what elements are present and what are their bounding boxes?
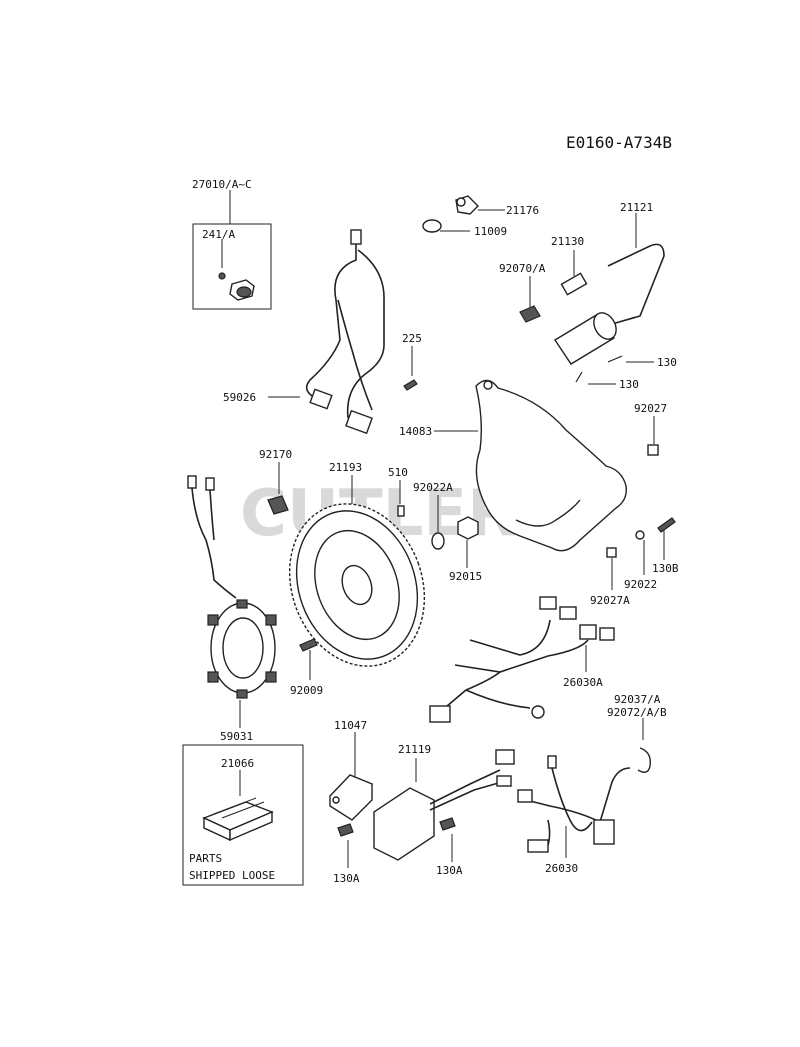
screw-225 (403, 379, 418, 391)
callout-21193: 21193 (329, 461, 362, 474)
callout-11047: 11047 (334, 719, 367, 732)
harness-26030A-plug (429, 705, 451, 723)
callout-21130: 21130 (551, 235, 584, 248)
stator-terminal-1 (187, 475, 197, 489)
part-14083-group (434, 379, 676, 590)
harness-wire-26030 (551, 767, 593, 832)
callout-130-lower: 130 (619, 378, 639, 391)
regulator-wire (429, 769, 501, 805)
callout-92022: 92022 (624, 578, 657, 591)
washer-92022 (635, 530, 645, 540)
spark-plug-92070 (519, 305, 541, 323)
callout-11009: 11009 (474, 225, 507, 238)
key-510 (397, 505, 405, 517)
harness-wire-59026 (305, 244, 357, 401)
harness-26030A-connector-1 (539, 596, 557, 610)
regulator-connector-2 (496, 775, 512, 787)
washer-92022A (431, 532, 445, 550)
harness-wire-26030A (469, 619, 551, 656)
callout-59031: 59031 (220, 730, 253, 743)
callout-26030A: 26030A (563, 676, 603, 689)
callout-14083: 14083 (399, 425, 432, 438)
callout-92070: 92070/A (499, 262, 546, 275)
callout-labels: 27010/A~C 241/A 21176 11009 21121 21130 … (192, 178, 679, 885)
part-27010-group (192, 190, 272, 310)
regulator-connector-1 (495, 749, 515, 765)
part-26030-group (517, 755, 631, 858)
callout-510: 510 (388, 466, 408, 479)
part-26030A-group (429, 596, 615, 723)
box-note-parts: PARTS (189, 852, 222, 865)
harness-26030-plug (593, 819, 615, 845)
band-92037 (637, 747, 651, 773)
screw-130B (657, 517, 676, 533)
harness-26030-terminal (547, 755, 557, 769)
callout-92022A: 92022A (413, 481, 453, 494)
callout-59026: 59026 (223, 391, 256, 404)
callout-130A-right: 130A (436, 864, 463, 877)
part-21066-group: PARTS SHIPPED LOOSE (182, 744, 304, 886)
part-225-group (403, 346, 418, 391)
bolt-92009 (299, 638, 318, 652)
part-ignition-coil-group (519, 213, 665, 385)
callout-21119: 21119 (398, 743, 431, 756)
callout-21121: 21121 (620, 201, 653, 214)
diagram-code: E0160-A734B (566, 133, 672, 152)
callout-92015: 92015 (449, 570, 482, 583)
harness-connector (350, 229, 362, 245)
spring-11009 (422, 219, 442, 233)
baffle-14083 (475, 379, 627, 552)
regulator-21119 (373, 787, 435, 861)
kit-box-27010 (192, 223, 272, 310)
callout-27010: 27010/A~C (192, 178, 252, 191)
plug-cap-21130 (560, 272, 588, 296)
part-21119-group (373, 749, 515, 862)
shipped-loose-box (182, 744, 304, 886)
callout-92037: 92037/A (614, 693, 661, 706)
callout-241: 241/A (202, 228, 235, 241)
callout-92072: 92072/A/B (607, 706, 667, 719)
part-21193-group (288, 475, 479, 667)
callout-225: 225 (402, 332, 422, 345)
part-92037-group (637, 718, 651, 773)
bolt-130A-right (439, 817, 456, 831)
callout-92170: 92170 (259, 448, 292, 461)
part-59026-group (268, 229, 385, 435)
nut-92015 (457, 516, 479, 540)
callout-130B: 130B (652, 562, 679, 575)
hightension-lead-21121 (607, 243, 665, 325)
part-11047-group (329, 732, 373, 868)
callout-92027A: 92027A (590, 594, 630, 607)
callout-21176: 21176 (506, 204, 539, 217)
callout-130-upper: 130 (657, 356, 677, 369)
screw-241 (218, 272, 226, 280)
box-note-shipped-loose: SHIPPED LOOSE (189, 869, 275, 882)
part-21176-group (422, 195, 505, 233)
callout-92027: 92027 (634, 402, 667, 415)
part-92170-group (267, 462, 289, 515)
clamp-92170 (267, 495, 289, 515)
callout-92009: 92009 (290, 684, 323, 697)
collar-92027A (606, 547, 617, 558)
part-59031-group (187, 475, 318, 728)
stator-terminal-2 (205, 477, 215, 491)
callout-21066: 21066 (221, 757, 254, 770)
callout-130A-left: 130A (333, 872, 360, 885)
callout-26030: 26030 (545, 862, 578, 875)
collar-92027 (647, 444, 659, 456)
bolt-130A-left (337, 823, 354, 837)
bracket-11047 (329, 774, 373, 821)
